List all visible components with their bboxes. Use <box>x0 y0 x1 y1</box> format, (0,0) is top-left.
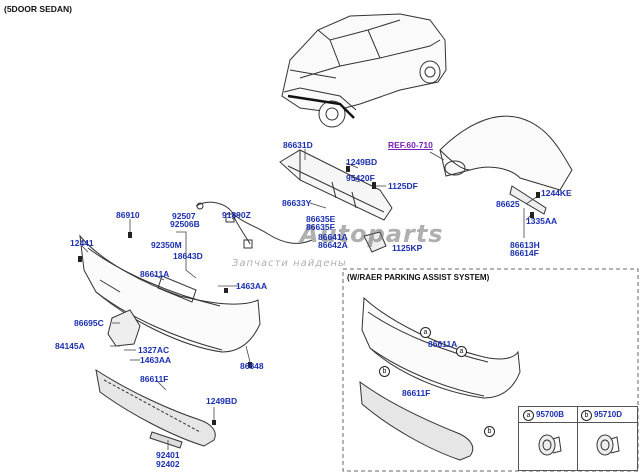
part-label-86625[interactable]: 86625 <box>496 199 520 209</box>
part-label-95420F[interactable]: 95420F <box>346 173 375 183</box>
bracket-drawing <box>363 231 387 253</box>
parking-sensor-b-icon <box>596 434 620 456</box>
watermark-caption: Запчасти найдены <box>232 258 347 269</box>
part-label-1125DF[interactable]: 1125DF <box>388 181 418 191</box>
part-label-1463AA-left[interactable]: 1463AA <box>140 355 172 365</box>
part-label-86636F[interactable]: 86635F <box>306 222 335 232</box>
inset-frame <box>342 268 639 472</box>
part-label-1327AC[interactable]: 1327AC <box>138 345 170 355</box>
part-label-91890Z[interactable]: 91890Z <box>222 210 251 220</box>
part-label-92350M[interactable]: 92350M <box>151 240 182 250</box>
part-label-86642A[interactable]: 86642A <box>318 240 348 250</box>
part-label-86631D[interactable]: 86631D <box>283 140 313 150</box>
part-label-92506B[interactable]: 92506B <box>170 219 200 229</box>
part-label-86611A[interactable]: 86611A <box>140 269 170 279</box>
legend-part-95710D[interactable]: 95710D <box>594 410 623 419</box>
callout-a-marker-2: a <box>456 346 467 357</box>
part-label-86614F[interactable]: 86614F <box>510 248 539 258</box>
part-label-86611F[interactable]: 86611F <box>140 374 169 384</box>
part-label-1249BD-bottom[interactable]: 1249BD <box>206 396 238 406</box>
lower-garnish-drawing <box>95 368 216 447</box>
part-label-86641A[interactable]: 86641A <box>318 232 348 242</box>
parking-sensor-a-icon <box>538 434 562 456</box>
part-label-1463AA-right[interactable]: 1463AA <box>236 281 268 291</box>
part-label-1335AA[interactable]: 1335AA <box>526 216 558 226</box>
part-label-86910[interactable]: 86910 <box>116 210 140 220</box>
wiring-harness-drawing <box>195 201 313 249</box>
fender-drawing <box>439 115 573 215</box>
inset-part-label-86611F[interactable]: 86611F <box>402 388 431 398</box>
page-title: (5DOOR SEDAN) <box>4 4 73 14</box>
reference-link[interactable]: REF.60-710 <box>388 140 433 150</box>
part-label-92401[interactable]: 92401 <box>156 450 180 460</box>
part-label-12441[interactable]: 12441 <box>70 238 94 248</box>
inset-bumper-drawing <box>359 296 521 461</box>
legend-b-marker: b <box>581 410 592 421</box>
inset-part-label-86611A[interactable]: 86611A <box>428 339 458 349</box>
car-illustration <box>281 13 447 128</box>
part-label-92402[interactable]: 92402 <box>156 459 180 469</box>
rear-bumper-cover-drawing <box>79 234 261 353</box>
callout-b-marker-2: b <box>484 426 495 437</box>
reflector-drawing <box>149 431 183 449</box>
callout-a-marker: a <box>420 327 431 338</box>
bumper-beam-drawing <box>279 149 393 221</box>
part-label-18643D[interactable]: 18643D <box>173 251 203 261</box>
sensor-legend: a 95700B b 95710D <box>518 406 638 471</box>
inset-title: (W/RAER PARKING ASSIST SYSTEM) <box>347 273 490 282</box>
watermark-logo: Autoparts <box>300 220 444 248</box>
part-label-1244KE[interactable]: 1244KE <box>541 188 572 198</box>
part-label-86695C[interactable]: 86695C <box>74 318 104 328</box>
legend-part-95700B[interactable]: 95700B <box>536 410 565 419</box>
part-label-84145A[interactable]: 84145A <box>55 341 85 351</box>
part-label-1125KP[interactable]: 1125KP <box>392 243 423 253</box>
splash-shield-drawing <box>107 309 141 347</box>
callout-b-marker: b <box>379 366 390 377</box>
part-label-86633Y[interactable]: 86633Y <box>282 198 312 208</box>
part-label-92507[interactable]: 92507 <box>172 211 196 221</box>
part-label-86613H[interactable]: 86613H <box>510 240 540 250</box>
part-label-86848[interactable]: 86848 <box>240 361 264 371</box>
part-label-86635E[interactable]: 86635E <box>306 214 336 224</box>
part-label-1249BD-top[interactable]: 1249BD <box>346 157 378 167</box>
legend-a-marker: a <box>523 410 534 421</box>
